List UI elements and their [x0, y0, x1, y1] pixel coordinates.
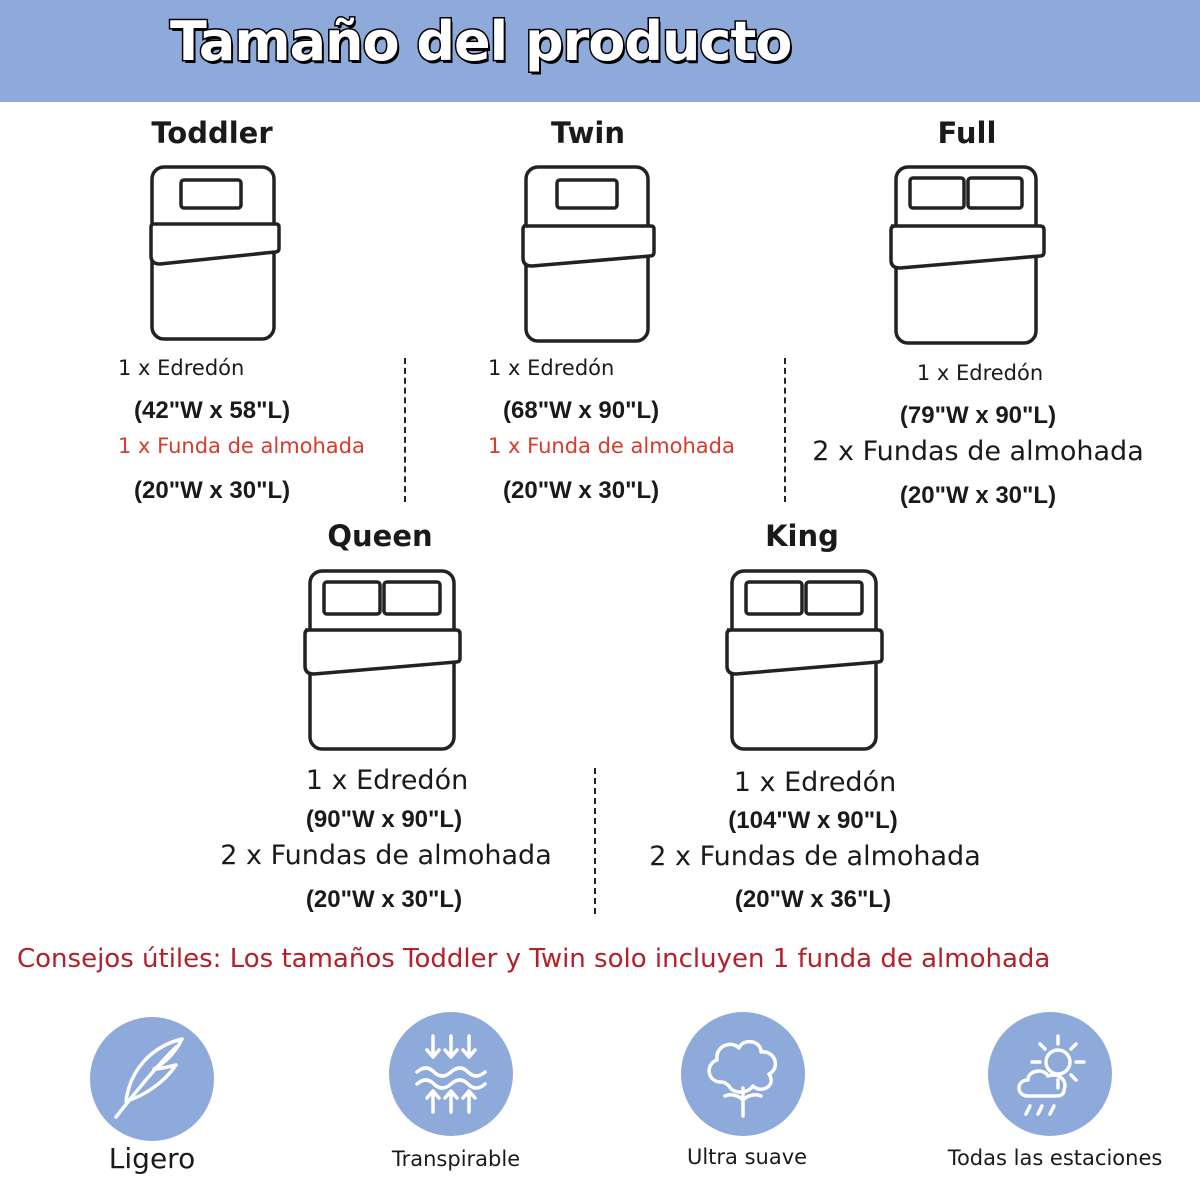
cotton-icon: [707, 1039, 778, 1118]
page-title: Tamaño del producto: [168, 9, 793, 75]
pillowcase-count: 2 x Fundas de almohada: [649, 841, 981, 872]
divider: [404, 358, 406, 502]
feature-label-soft: Ultra suave: [686, 1145, 808, 1169]
duvet-dimensions: (79"W x 90"L): [899, 402, 1057, 429]
pillowcase-dimensions: (20"W x 30"L): [503, 477, 660, 504]
bed-single-icon: [521, 165, 656, 343]
feature-badge-all-seasons: [988, 1012, 1112, 1136]
size-name-toddler: Toddler: [151, 116, 273, 150]
bed-single-icon: [149, 165, 281, 341]
size-name-full: Full: [937, 116, 997, 150]
divider: [594, 768, 596, 914]
bed-double-icon: [303, 569, 462, 751]
size-name-queen: Queen: [327, 519, 433, 553]
duvet-count: 1 x Edredón: [118, 356, 245, 380]
pillowcase-count: 2 x Fundas de almohada: [812, 436, 1144, 467]
duvet-dimensions: (68"W x 90"L): [503, 397, 660, 424]
bed-double-icon: [725, 569, 884, 751]
breathable-icon: [415, 1034, 487, 1114]
helpful-tip: Consejos útiles: Los tamaños Toddler y T…: [17, 944, 1051, 974]
divider: [784, 358, 786, 502]
pillowcase-dimensions: (20"W x 30"L): [899, 482, 1057, 509]
pillowcase-dimensions: (20"W x 36"L): [734, 886, 892, 913]
bed-double-icon: [889, 165, 1046, 345]
feather-icon: [114, 1037, 184, 1119]
pillowcase-count: 1 x Funda de almohada: [118, 434, 365, 458]
weather-icon: [1017, 1034, 1086, 1116]
feature-label-all-seasons: Todas las estaciones: [947, 1146, 1163, 1170]
feature-badge-soft: [681, 1012, 805, 1136]
pillowcase-dimensions: (20"W x 30"L): [305, 886, 463, 913]
feature-label-breathable: Transpirable: [391, 1147, 521, 1171]
header-banner: Tamaño del producto: [0, 0, 1200, 102]
duvet-count: 1 x Edredón: [305, 765, 469, 796]
pillowcase-count: 2 x Fundas de almohada: [220, 840, 552, 871]
duvet-count: 1 x Edredón: [916, 361, 1044, 385]
pillowcase-count: 1 x Funda de almohada: [488, 434, 735, 458]
pillowcase-dimensions: (20"W x 30"L): [134, 477, 291, 504]
feature-badge-light: [90, 1017, 214, 1141]
duvet-count: 1 x Edredón: [733, 767, 897, 798]
feature-badge-breathable: [389, 1012, 513, 1136]
duvet-dimensions: (42"W x 58"L): [134, 397, 291, 424]
feature-label-light: Ligero: [108, 1142, 196, 1175]
size-name-twin: Twin: [551, 116, 625, 150]
duvet-dimensions: (104"W x 90"L): [728, 807, 898, 834]
duvet-count: 1 x Edredón: [488, 356, 615, 380]
duvet-dimensions: (90"W x 90"L): [305, 806, 463, 833]
size-name-king: King: [765, 519, 839, 553]
